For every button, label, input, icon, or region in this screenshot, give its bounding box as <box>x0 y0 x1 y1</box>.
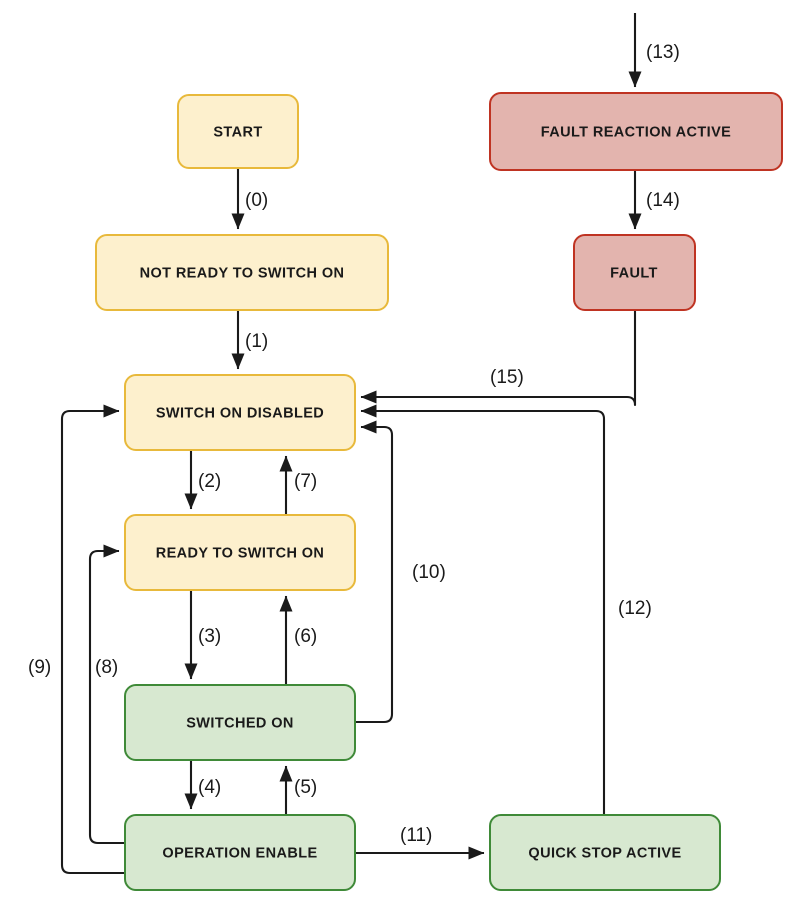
transition-label-6: (6) <box>294 626 317 647</box>
transition-label-15: (15) <box>490 367 524 388</box>
transition-label-12: (12) <box>618 598 652 619</box>
state-node-operation-enable[interactable]: OPERATION ENABLE <box>124 814 356 891</box>
state-label-operation-enable: OPERATION ENABLE <box>162 845 317 861</box>
state-node-switch-on-disabled[interactable]: SWITCH ON DISABLED <box>124 374 356 451</box>
transition-label-13: (13) <box>646 42 680 63</box>
state-label-not-ready-to-switch-on: NOT READY TO SWITCH ON <box>140 265 345 281</box>
state-node-quick-stop-active[interactable]: QUICK STOP ACTIVE <box>489 814 721 891</box>
state-node-fault-reaction-active[interactable]: FAULT REACTION ACTIVE <box>489 92 783 171</box>
state-box-operation-enable[interactable] <box>124 814 356 891</box>
transition-label-11: (11) <box>400 825 432 846</box>
transition-labels: (0) (1) (2) (3) (4) (5) (6) (7) (8) (9) … <box>28 42 680 846</box>
state-node-start[interactable]: START <box>177 94 299 169</box>
edge-t10 <box>355 420 394 724</box>
state-nodes: START NOT READY TO SWITCH ON SWITCH ON D… <box>95 92 783 891</box>
state-box-quick-stop-active[interactable] <box>489 814 721 891</box>
transition-label-0: (0) <box>245 190 268 211</box>
transition-label-2: (2) <box>198 471 221 492</box>
edge-t15 <box>360 310 637 407</box>
transition-label-9: (9) <box>28 657 51 678</box>
state-label-quick-stop-active: QUICK STOP ACTIVE <box>528 845 681 861</box>
edge-t9 <box>60 404 125 875</box>
transition-label-5: (5) <box>294 777 317 798</box>
state-node-fault[interactable]: FAULT <box>573 234 696 311</box>
transition-label-1: (1) <box>245 331 268 352</box>
state-box-fault[interactable] <box>573 234 696 311</box>
state-node-not-ready-to-switch-on[interactable]: NOT READY TO SWITCH ON <box>95 234 389 311</box>
state-node-switched-on[interactable]: SWITCHED ON <box>124 684 356 761</box>
transition-label-4: (4) <box>198 777 221 798</box>
transition-label-8: (8) <box>95 657 118 678</box>
state-label-ready-to-switch-on: READY TO SWITCH ON <box>156 545 325 561</box>
state-box-switched-on[interactable] <box>124 684 356 761</box>
state-label-switch-on-disabled: SWITCH ON DISABLED <box>156 405 324 421</box>
state-box-fault-reaction-active[interactable] <box>489 92 783 171</box>
transition-edges <box>60 13 642 875</box>
state-label-start: START <box>213 124 262 140</box>
transition-label-7: (7) <box>294 471 317 492</box>
state-box-switch-on-disabled[interactable] <box>124 374 356 451</box>
state-box-start[interactable] <box>177 94 299 169</box>
edge-t8 <box>88 544 125 845</box>
state-label-switched-on: SWITCHED ON <box>186 715 294 731</box>
state-label-fault: FAULT <box>610 265 658 281</box>
transition-label-3: (3) <box>198 626 221 647</box>
state-node-ready-to-switch-on[interactable]: READY TO SWITCH ON <box>124 514 356 591</box>
state-box-ready-to-switch-on[interactable] <box>124 514 356 591</box>
transition-label-14: (14) <box>646 190 680 211</box>
transition-label-10: (10) <box>412 562 446 583</box>
state-label-fault-reaction-active: FAULT REACTION ACTIVE <box>541 124 731 140</box>
state-box-not-ready-to-switch-on[interactable] <box>95 234 389 311</box>
edge-t12 <box>360 404 606 815</box>
